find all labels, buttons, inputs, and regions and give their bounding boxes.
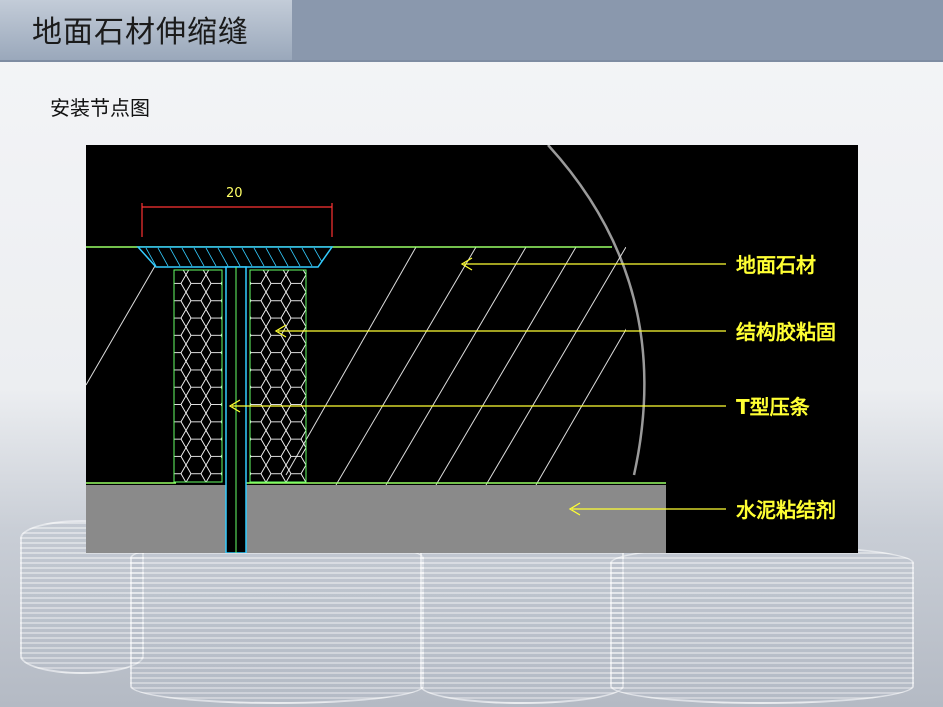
label-adhesive: 结构胶粘固 [736, 320, 836, 344]
callout-lines [228, 257, 726, 516]
background-coins [20, 520, 920, 704]
section-subtitle: 安装节点图 [50, 96, 150, 120]
label-mortar: 水泥粘结剂 [736, 498, 836, 522]
adhesive-right [249, 269, 307, 483]
arc-outline [547, 145, 646, 476]
page-title: 地面石材伸缩缝 [32, 15, 249, 50]
title-box [0, 0, 292, 60]
mortar-left [86, 485, 228, 553]
diagram-svg: 20 地面石材 结构胶粘固 T型压条 水泥粘结剂 [86, 145, 836, 553]
dimension-label: 20 [226, 186, 243, 201]
label-tbar: T型压条 [736, 395, 811, 419]
stone-hatch [86, 247, 626, 485]
header-divider [0, 60, 943, 62]
dimension-20 [141, 203, 333, 237]
adhesive-left [173, 269, 223, 483]
joint-diagram: 20 地面石材 结构胶粘固 T型压条 水泥粘结剂 [86, 145, 858, 553]
mortar-right [246, 485, 666, 553]
label-stone: 地面石材 [736, 253, 816, 277]
